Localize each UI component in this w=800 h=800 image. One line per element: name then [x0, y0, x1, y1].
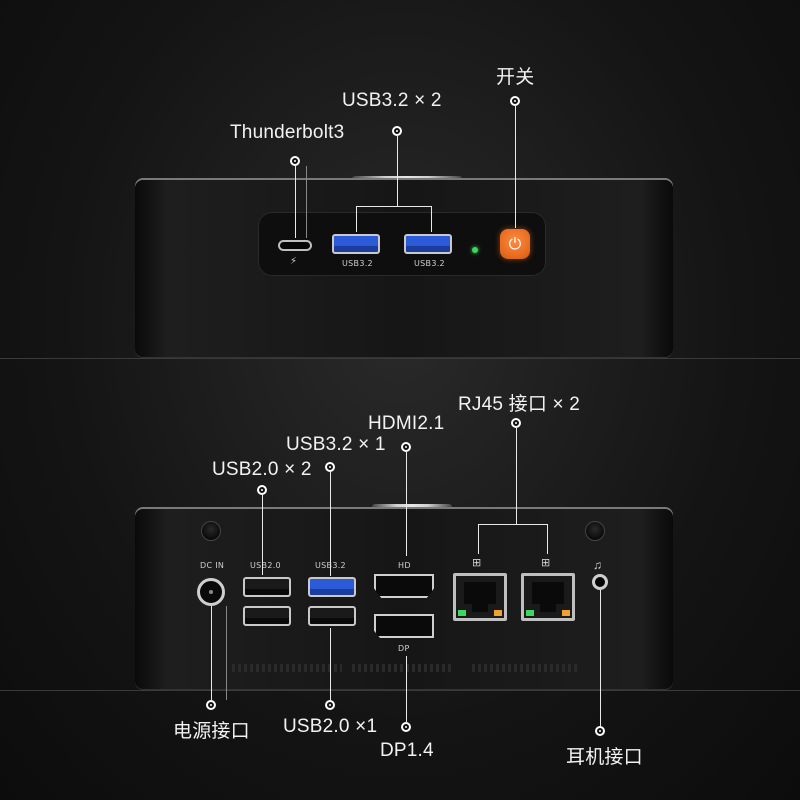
callout-dot-hdmi	[401, 442, 411, 452]
dp-label: DP	[398, 644, 410, 653]
callout-usb20x1: USB2.0 ×1	[283, 716, 378, 737]
callout-bracket-rj45-left	[478, 524, 479, 554]
callout-audio: 耳机接口	[566, 747, 643, 768]
callout-line-thunderbolt	[295, 166, 296, 238]
rear-chassis-highlight	[372, 504, 452, 507]
callout-dot-thunderbolt	[290, 156, 300, 166]
vent-middle	[352, 664, 452, 672]
dc-in-port	[197, 578, 225, 606]
usb20-port-b	[243, 606, 291, 626]
callout-bracket-usb32x2	[356, 206, 432, 207]
dc-in-label: DC IN	[200, 561, 225, 570]
vent-left	[232, 664, 342, 672]
callout-usb32x2: USB3.2 × 2	[342, 90, 442, 111]
rear-chassis	[135, 507, 673, 690]
network-icon-2: ⊞	[541, 557, 551, 569]
callout-bracket-rj45	[478, 524, 548, 525]
callout-dot-usb20x1	[325, 700, 335, 710]
callout-dot-rj45x2	[511, 418, 521, 428]
callout-line-power	[515, 106, 516, 228]
rj45-port-a	[453, 573, 507, 621]
callout-power: 开关	[496, 67, 535, 88]
callout-dot-usb32x2	[392, 126, 402, 136]
callout-rj45x2: RJ45 接口 × 2	[458, 394, 581, 415]
rj45-port-b	[521, 573, 575, 621]
thunderbolt-icon: ⚡	[290, 256, 298, 267]
screw-right	[585, 521, 605, 541]
vent-right	[472, 664, 578, 672]
network-icon: ⊞	[472, 557, 482, 569]
screw-left	[201, 521, 221, 541]
callout-line-usb20x1	[330, 628, 331, 700]
callout-dot-dp	[401, 722, 411, 732]
callout-line-usb20x2	[262, 495, 263, 575]
usb32-label-front-a: USB3.2	[342, 259, 373, 268]
callout-line-dc	[211, 606, 212, 700]
usb20-label: USB2.0	[250, 561, 281, 570]
usb32-label-front-b: USB3.2	[414, 259, 445, 268]
usb32-port-front-a	[332, 234, 380, 254]
audio-jack-port	[592, 574, 608, 590]
callout-line-rj45x2	[516, 428, 517, 524]
usb32-port-front-b	[404, 234, 452, 254]
callout-bracket-rj45-right	[547, 524, 548, 554]
callout-dc-in: 电源接口	[173, 721, 250, 742]
callout-dot-usb20x2	[257, 485, 267, 495]
front-floor-line	[0, 358, 800, 359]
callout-line-dc-2	[226, 606, 227, 700]
callout-hdmi: HDMI2.1	[368, 413, 445, 434]
callout-line-hdmi	[406, 452, 407, 556]
callout-line-usb32x2	[397, 136, 398, 206]
callout-dot-dc	[206, 700, 216, 710]
power-button: ⏻	[500, 229, 530, 259]
usb20-port-c	[308, 606, 356, 626]
callout-dot-power	[510, 96, 520, 106]
headphone-icon: ♫	[593, 558, 602, 572]
callout-line-dp	[406, 656, 407, 722]
usb20-port-a	[243, 577, 291, 597]
callout-bracket-left	[356, 206, 357, 232]
callout-dp: DP1.4	[380, 740, 434, 761]
callout-line-thunderbolt-2	[306, 166, 307, 238]
front-chassis-highlight	[352, 176, 462, 179]
callout-dot-audio	[595, 726, 605, 736]
callout-bracket-right	[431, 206, 432, 232]
callout-line-usb32x1	[330, 472, 331, 576]
thunderbolt-port	[278, 240, 312, 251]
rear-floor-line	[0, 690, 800, 691]
callout-thunderbolt: Thunderbolt3	[230, 122, 345, 143]
callout-usb20x2: USB2.0 × 2	[212, 459, 312, 480]
callout-line-audio	[600, 590, 601, 726]
power-icon: ⏻	[508, 234, 522, 253]
hdmi-port	[374, 574, 434, 598]
hdmi-label: HD	[398, 561, 411, 570]
dp-port	[374, 614, 434, 638]
status-led	[472, 247, 478, 253]
usb32-port-rear	[308, 577, 356, 597]
callout-usb32x1: USB3.2 × 1	[286, 434, 386, 455]
callout-dot-usb32x1	[325, 462, 335, 472]
